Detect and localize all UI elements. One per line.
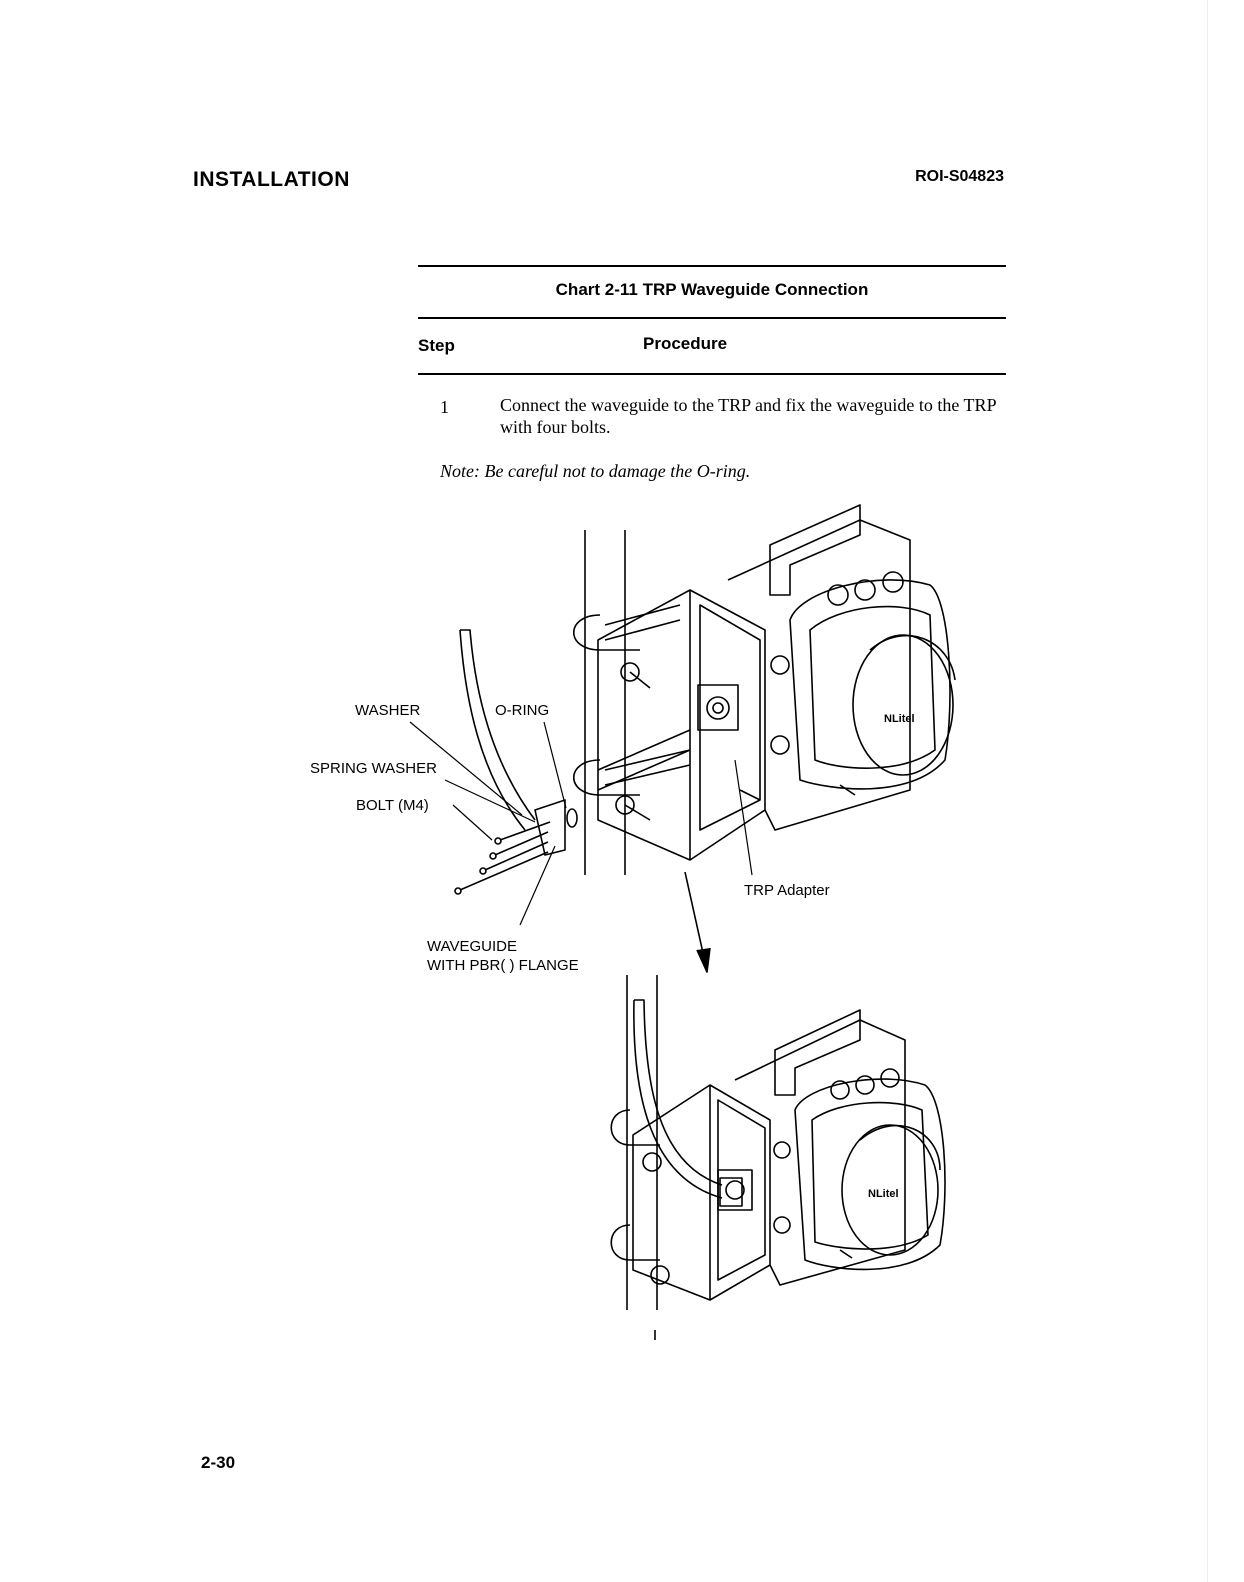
waveguide-top xyxy=(459,629,578,856)
step-text: Connect the waveguide to the TRP and fix… xyxy=(500,395,996,437)
chart-title: Chart 2-11 TRP Waveguide Connection xyxy=(555,280,869,299)
trp-body-bottom xyxy=(734,1009,946,1286)
column-header-step: Step xyxy=(418,336,455,355)
caution-note: Note: Be careful not to damage the O-rin… xyxy=(440,461,751,481)
pole-top xyxy=(584,530,626,875)
mounting-bracket-top xyxy=(597,589,766,861)
transition-arrow xyxy=(684,871,711,973)
label-o-ring: O-RING xyxy=(495,702,550,719)
page-number: 2-30 xyxy=(201,1453,236,1472)
trp-body-top xyxy=(727,504,956,831)
bolts-top xyxy=(454,821,551,895)
column-header-procedure: Procedure xyxy=(643,334,728,353)
leader-lines-top xyxy=(409,721,753,926)
label-bolt: BOLT (M4) xyxy=(356,797,429,814)
pole-bottom xyxy=(626,975,658,1340)
table-top-rule xyxy=(418,265,1006,267)
trp-logo-top: NLitel xyxy=(884,713,915,725)
table-title-rule xyxy=(418,317,1006,319)
scan-edge-line xyxy=(1207,0,1208,1582)
trp-logo-bottom: NLitel xyxy=(868,1188,899,1200)
u-bolts-bottom xyxy=(610,1109,670,1285)
step-number: 1 xyxy=(440,397,449,417)
table-header-rule xyxy=(418,373,1006,375)
label-waveguide-line2: WITH PBR( ) FLANGE xyxy=(427,957,579,974)
label-washer: WASHER xyxy=(355,702,421,719)
label-waveguide-line1: WAVEGUIDE xyxy=(427,938,518,955)
waveguide-bottom xyxy=(633,999,743,1207)
u-bolts-top xyxy=(573,604,691,821)
o-ring-shape xyxy=(566,808,578,828)
label-trp-adapter: TRP Adapter xyxy=(744,882,830,899)
trp-adapter-plate-bottom xyxy=(717,1169,753,1211)
trp-adapter-plate-top xyxy=(697,684,739,731)
document-id: ROI-S04823 xyxy=(915,168,1004,185)
section-title: INSTALLATION xyxy=(193,168,350,191)
label-spring-washer: SPRING WASHER xyxy=(310,760,437,777)
